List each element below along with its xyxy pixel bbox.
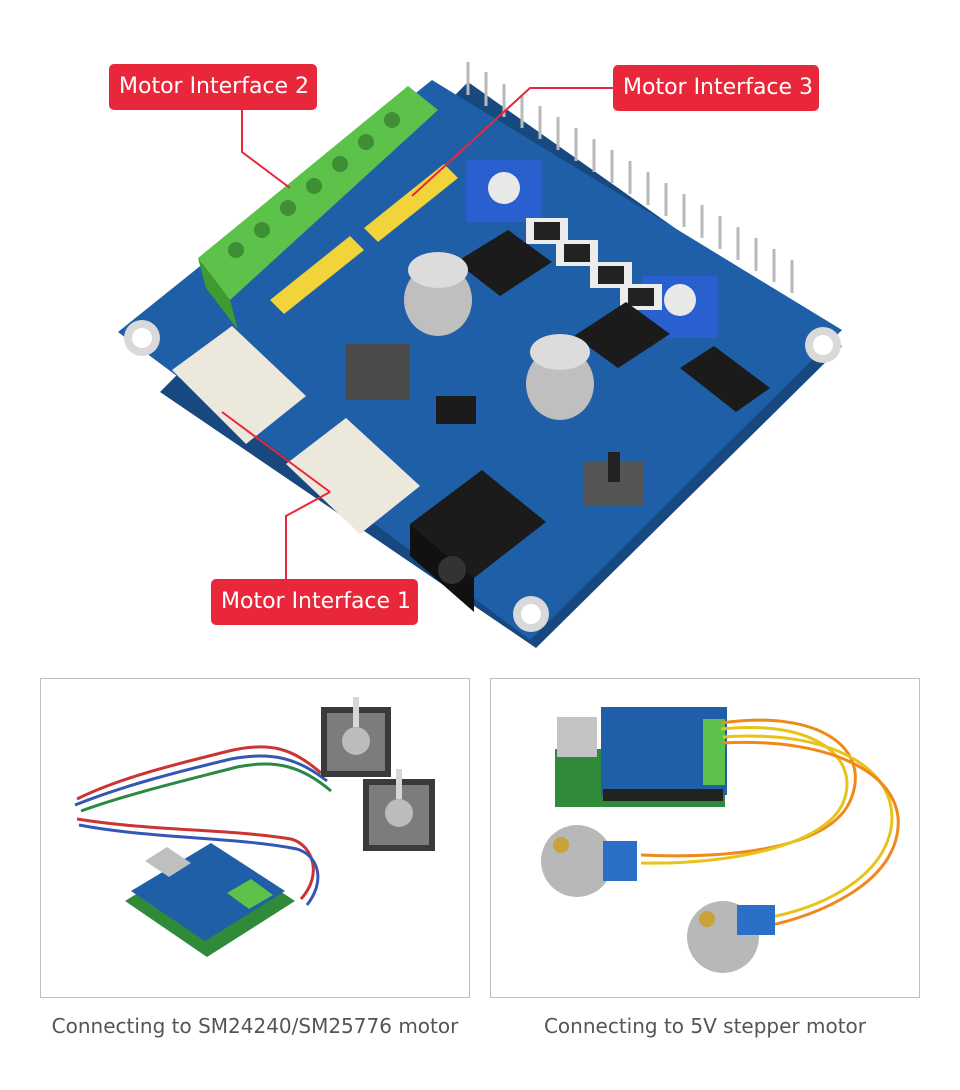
callout-motor-interface-3: Motor Interface 3 — [613, 65, 819, 111]
driver-chips — [456, 230, 670, 368]
motor-cables — [74, 745, 332, 906]
capacitors — [404, 252, 594, 420]
power-switch — [584, 452, 644, 506]
stepper-motor-2 — [363, 769, 435, 851]
raspberry-pi-with-hat — [555, 707, 727, 807]
small-stepper-motor-2 — [687, 901, 775, 973]
yellow-pin-headers — [270, 164, 458, 314]
raspberry-pi-with-hat — [125, 843, 295, 957]
small-stepper-motor-1 — [541, 825, 637, 897]
caption-sm24240-motor: Connecting to SM24240/SM25776 motor — [51, 1014, 459, 1038]
mounting-holes — [124, 320, 841, 632]
shunt-resistors — [526, 218, 662, 310]
inductor — [346, 344, 410, 400]
screw-terminal-block — [198, 86, 438, 330]
sm24240-connection-illustration — [74, 697, 435, 957]
callout-motor-interface-2: Motor Interface 2 — [109, 64, 317, 110]
voltage-regulator-chip — [436, 396, 476, 424]
motor-cables — [640, 718, 900, 929]
5v-stepper-connection-illustration — [541, 707, 900, 973]
dip-switch — [680, 346, 770, 412]
panel-5v-stepper-connection — [490, 678, 920, 998]
callout-leader-lines — [221, 87, 613, 580]
stepper-motor-1 — [321, 697, 391, 777]
callout-motor-interface-1: Motor Interface 1 — [211, 579, 418, 625]
dc-power-jack — [410, 470, 546, 612]
panel-sm24240-connection — [40, 678, 470, 998]
caption-5v-stepper-motor: Connecting to 5V stepper motor — [543, 1014, 867, 1038]
driver-hat-board-illustration — [118, 62, 842, 648]
jst-connectors — [172, 326, 420, 534]
gpio-header — [466, 62, 794, 293]
